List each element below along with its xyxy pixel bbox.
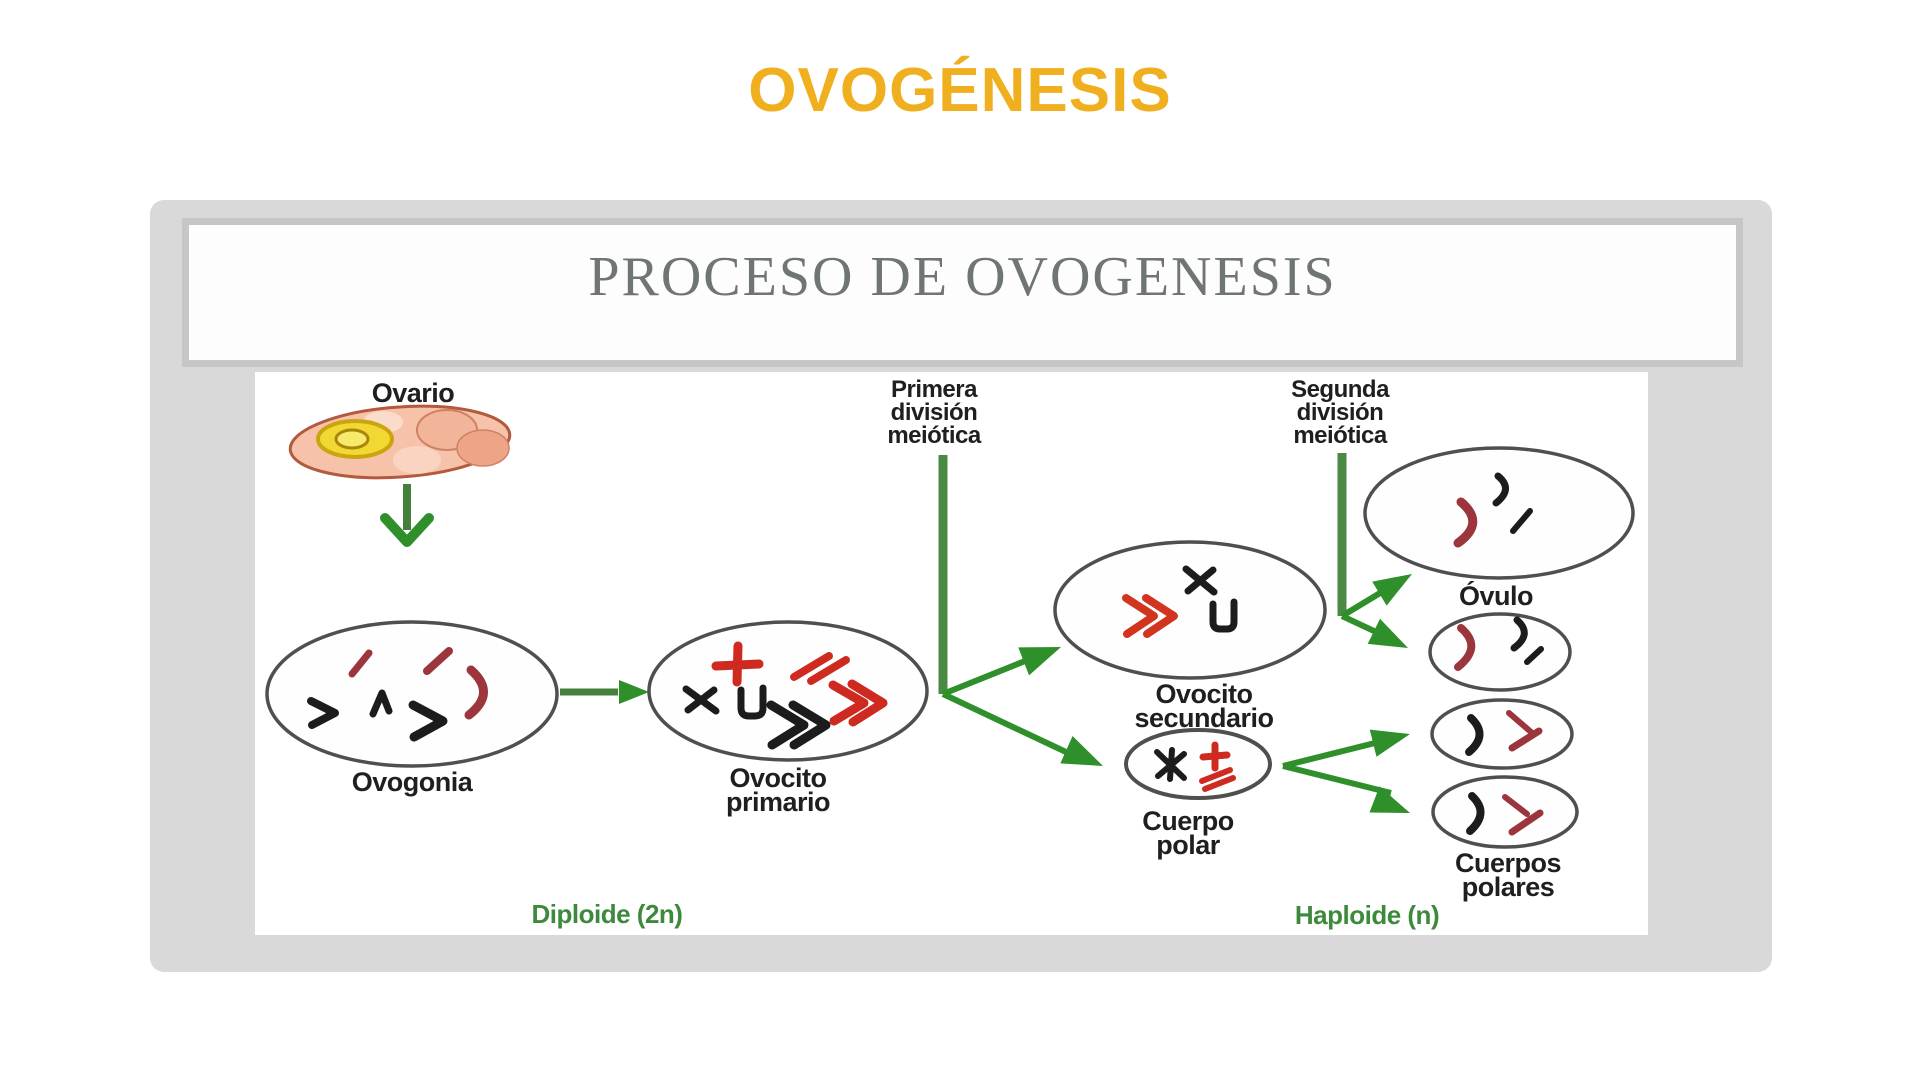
slide-frame: PROCESO DE OVOGENESIS [150,200,1772,972]
primary-oocyte-cell [647,620,929,762]
label-line: Cuerpo [1142,806,1234,836]
label-line: secundario [1134,703,1274,733]
polar-body-cell [1124,728,1272,800]
label-ovario: Ovario [371,378,455,408]
oogenesis-diagram-graphics [265,404,1635,849]
label-line: división [1296,399,1384,426]
label-segunda-division: Segunda división meiótica [1291,376,1389,449]
polar-body-chromosomes [1154,741,1236,792]
label-line: primario [725,787,831,817]
polar-body-small-2 [1430,698,1574,770]
polar-body-small-3 [1431,775,1579,849]
label-ovocito-secundario: Ovocito secundario [1134,679,1274,733]
label-line: Ovocito [729,763,827,793]
slide-header-box: PROCESO DE OVOGENESIS [182,218,1743,367]
ovum-cell [1363,446,1635,580]
secondary-oocyte-chromosomes [1122,565,1238,638]
slide-header-text: PROCESO DE OVOGENESIS [588,245,1337,308]
label-line: Segunda [1291,376,1389,403]
label-cuerpo-polar: Cuerpo polar [1142,806,1234,860]
oogenesis-diagram: Ovario Primera división meiótica Segunda… [255,372,1648,935]
label-line: meiótica [887,422,981,449]
label-haploide: Haploide (n) [1294,900,1440,930]
label-line: Primera [891,376,977,403]
label-line: polar [1156,830,1220,860]
label-cuerpos-polares: Cuerpos polares [1454,848,1562,902]
polar-body-small-3-chromosomes [1466,792,1544,836]
polar-branch-arrows [1282,729,1410,813]
label-line: Ovocito [1155,679,1253,709]
meiosis1-line [938,455,1103,766]
label-line: división [890,399,978,426]
ovary-illustration [288,404,512,480]
right-arrow-icon [560,680,649,704]
label-line: polares [1461,872,1555,902]
ovogonia-cell [265,620,559,768]
polar-body-small-1 [1428,612,1572,692]
down-arrow-icon [380,484,434,547]
meiosis2-line [1337,453,1412,648]
label-primera-division: Primera división meiótica [887,376,981,449]
label-ovulo: Óvulo [1458,581,1534,611]
label-ovogonia: Ovogonia [351,767,473,797]
label-diploide: Diploide (2n) [531,899,683,929]
label-line: meiótica [1293,422,1387,449]
polar-body-small-2-chromosomes [1465,710,1543,756]
ovogonia-chromosomes [307,647,488,742]
primary-oocyte-chromosomes [682,641,888,750]
label-ovocito-primario: Ovocito primario [725,763,831,817]
label-line: Cuerpos [1454,848,1562,878]
polar-body-small-1-chromosomes [1454,616,1544,671]
ovum-chromosomes [1453,472,1533,548]
page-title: OVOGÉNESIS [748,56,1172,125]
secondary-oocyte-cell [1053,540,1327,680]
